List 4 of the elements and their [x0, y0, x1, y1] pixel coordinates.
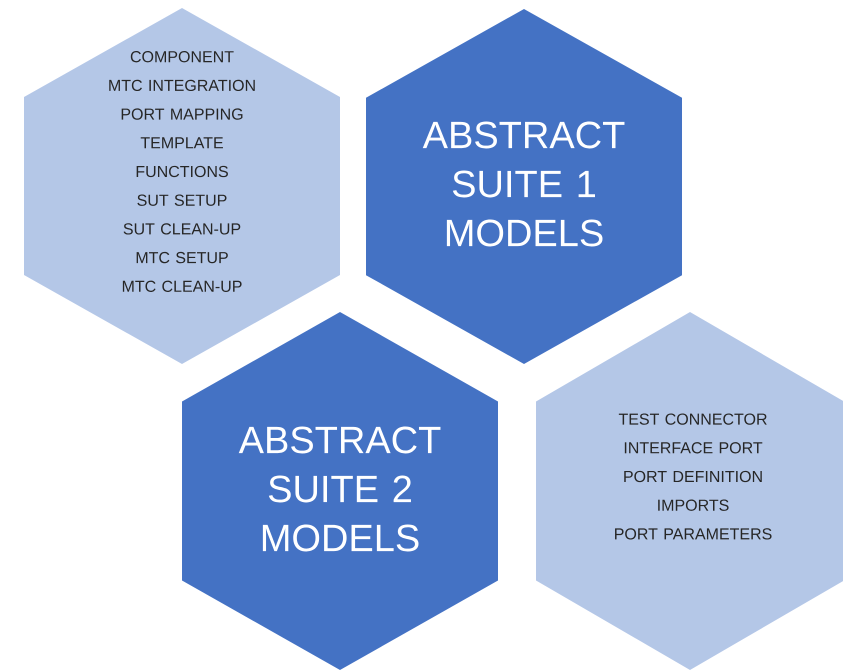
- hexagon: ABSTRACT SUITE 1 MODELS: [366, 9, 682, 364]
- hexagon: TEST CONNECTOR INTERFACE PORT PORT DEFINITION IMPORTS PORT PARAMETERS: [536, 312, 843, 670]
- hexagon: ABSTRACT SUITE 2 MODELS: [182, 312, 498, 670]
- hexagon: COMPONENT MTC INTEGRATION PORT MAPPING TEMPLATE FUNCTIONS SUT SETUP SUT CLEAN-UP MTC SETUP MTC CLEAN-UP: [24, 8, 340, 364]
